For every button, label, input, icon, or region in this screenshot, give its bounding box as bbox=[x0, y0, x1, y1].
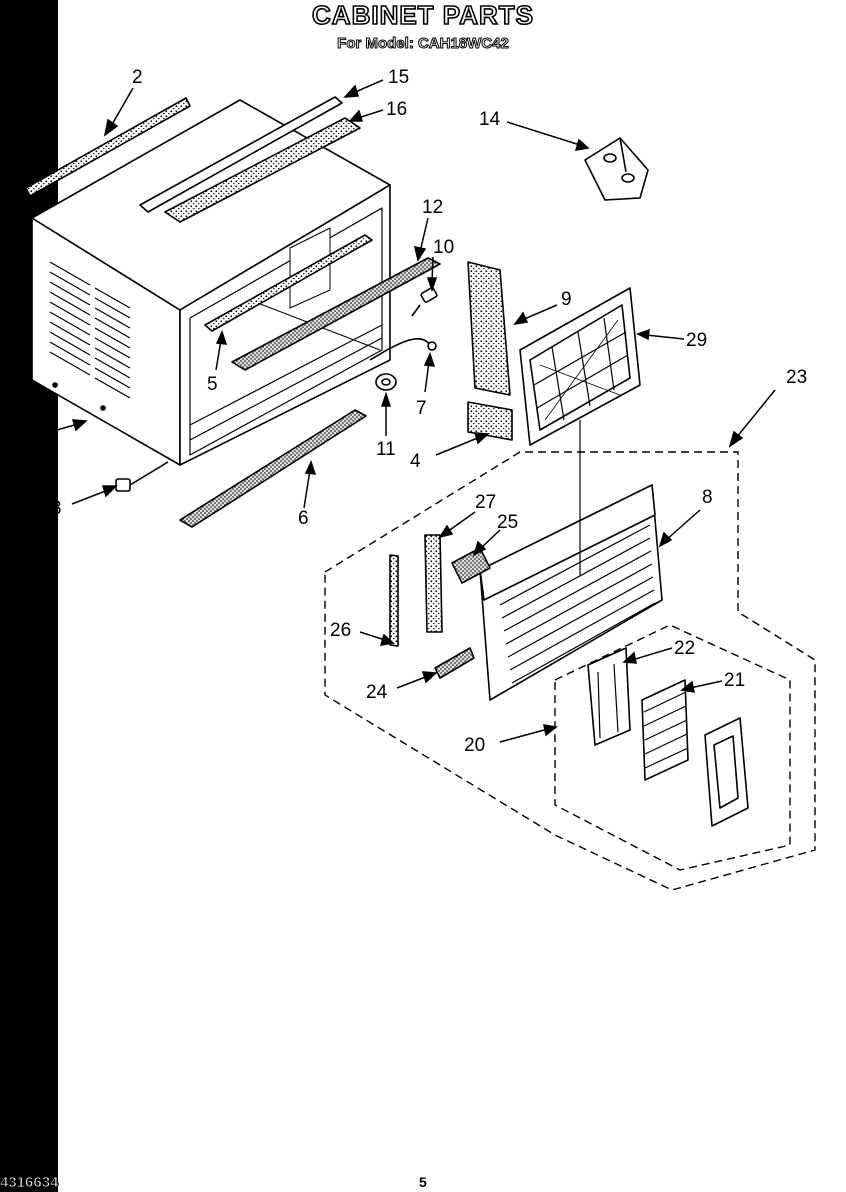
part-16-top-foam bbox=[164, 117, 361, 223]
callout-7: 7 bbox=[416, 398, 427, 419]
callout-6: 6 bbox=[298, 508, 309, 529]
part-2-seal-strip bbox=[25, 97, 191, 197]
callout-14: 14 bbox=[479, 109, 501, 130]
part-3-screw bbox=[115, 461, 169, 492]
callout-15: 15 bbox=[388, 67, 409, 88]
part-26-foam-strip bbox=[389, 554, 399, 647]
page-number: 5 bbox=[419, 1174, 427, 1190]
page-title: CABINET PARTS bbox=[311, 0, 534, 31]
callout-29: 29 bbox=[686, 330, 707, 351]
part-20-louver-frame bbox=[704, 717, 749, 827]
part-21-louver-blades bbox=[641, 679, 689, 781]
callout-3: 3 bbox=[51, 498, 62, 519]
callout-12: 12 bbox=[422, 197, 443, 218]
part-10-screw bbox=[411, 287, 438, 317]
part-27-foam-strip bbox=[424, 534, 443, 633]
part-11-nut bbox=[375, 373, 397, 391]
part-14-hinge bbox=[584, 137, 649, 201]
callout-4: 4 bbox=[410, 451, 421, 472]
part-4-foam-block bbox=[467, 401, 513, 441]
part-7-drain-wire bbox=[369, 338, 431, 361]
part-12-upper-channel bbox=[231, 257, 441, 371]
part-24-foam-block bbox=[434, 647, 475, 679]
callout-24: 24 bbox=[366, 682, 388, 703]
callout-25: 25 bbox=[497, 512, 518, 533]
left-binding-bar bbox=[0, 0, 58, 1192]
callout-9: 9 bbox=[561, 289, 572, 310]
part-29-air-filter bbox=[519, 287, 641, 446]
part-15-top-rail bbox=[139, 96, 343, 213]
part-6-lower-channel bbox=[179, 409, 367, 528]
document-number: 4316634 bbox=[0, 1174, 59, 1192]
part-22-louver-rack bbox=[587, 647, 631, 746]
callout-20: 20 bbox=[464, 735, 485, 756]
assembly-20-outline bbox=[554, 624, 791, 871]
part-25-foam-pad bbox=[451, 547, 491, 584]
callout-27: 27 bbox=[475, 492, 496, 513]
callout-21: 21 bbox=[724, 670, 745, 691]
part-9-filter-foam bbox=[467, 261, 511, 396]
callout-16: 16 bbox=[386, 99, 407, 120]
model-subtitle: For Model: CAH18WC42 bbox=[337, 35, 510, 53]
callout-11: 11 bbox=[376, 439, 396, 460]
callout-10: 10 bbox=[433, 237, 454, 258]
callout-2: 2 bbox=[132, 67, 143, 88]
callout-26: 26 bbox=[330, 620, 351, 641]
callout-23: 23 bbox=[786, 367, 807, 388]
part-8-front-grille bbox=[479, 420, 663, 701]
callout-22: 22 bbox=[674, 638, 695, 659]
callout-8: 8 bbox=[702, 487, 713, 508]
assembly-23-outline bbox=[324, 451, 816, 891]
part-5-rail bbox=[204, 234, 373, 332]
callout-1: 1 bbox=[15, 431, 26, 452]
callout-5: 5 bbox=[207, 374, 218, 395]
